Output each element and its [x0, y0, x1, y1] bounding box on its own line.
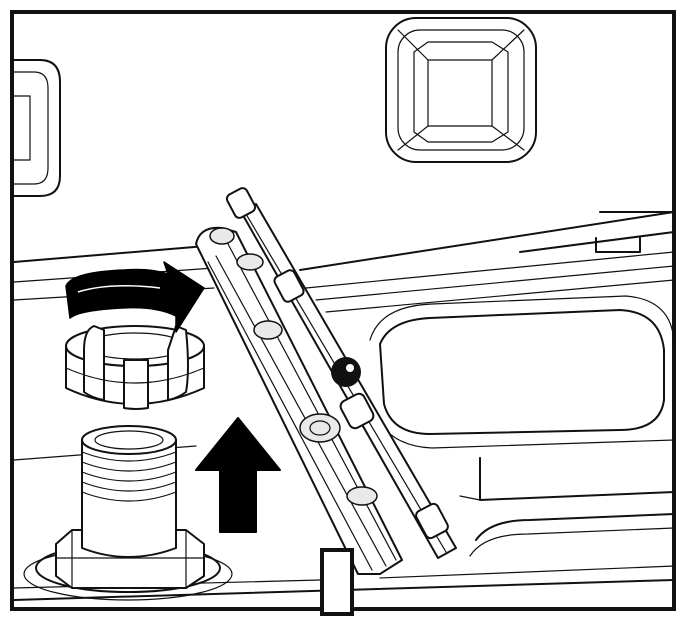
- callout-post: [320, 548, 354, 616]
- cap-nut: [65, 325, 205, 410]
- spray-arm: [195, 226, 403, 575]
- recess-pad-right: [385, 17, 537, 163]
- straight-arrow-up-icon: [195, 417, 281, 533]
- threaded-inlet: [23, 425, 233, 601]
- guide-rail: [225, 187, 457, 559]
- curved-arrow-clockwise-icon: [65, 261, 205, 333]
- pivot-knob: [331, 357, 361, 387]
- recess-pad-left: [13, 59, 61, 197]
